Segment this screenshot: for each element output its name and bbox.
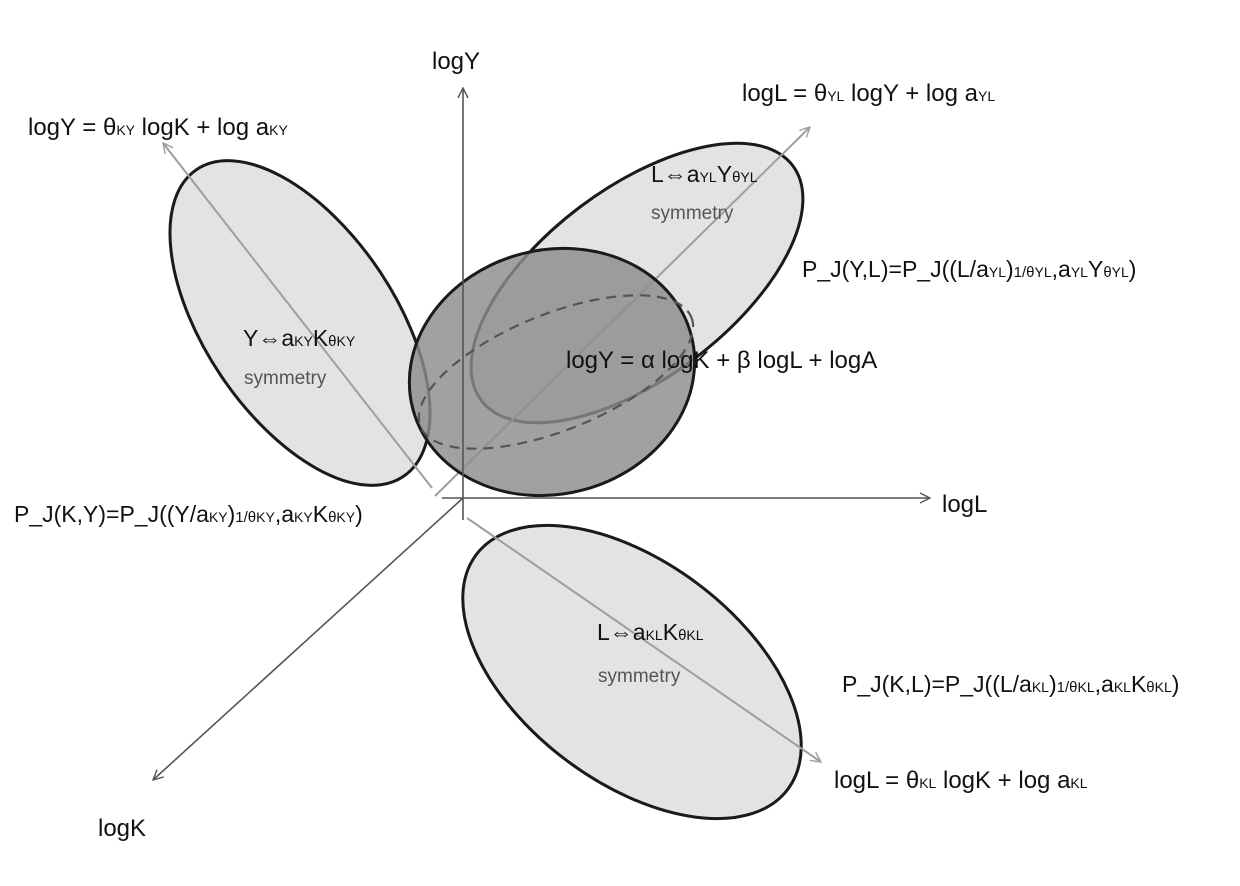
kl-regression-line bbox=[466, 517, 821, 762]
ky-probability-identity: P_J(K,Y)=P_J((Y/aKY)1/θKY,aKYKθKY) bbox=[14, 501, 363, 527]
ky-symmetry-label: Y⇔aKYKθKY bbox=[243, 325, 356, 351]
ky-regression-equation: logY = θKY logK + log aKY bbox=[28, 114, 288, 141]
ky-regression-line bbox=[163, 143, 433, 489]
yl-symmetry-word: symmetry bbox=[651, 203, 734, 224]
kl-symmetry-word: symmetry bbox=[598, 666, 681, 687]
z-axis-label: logK bbox=[98, 815, 146, 842]
ky-symmetry-ellipse bbox=[168, 159, 432, 487]
kl-symmetry-ellipse bbox=[461, 523, 803, 821]
production-function-equation: logY = α logK + β logL + logA bbox=[566, 347, 877, 374]
kl-probability-identity: P_J(K,L)=P_J((L/aKL)1/θKL,aKLKθKL) bbox=[842, 671, 1179, 697]
z-axis bbox=[153, 497, 464, 780]
joint-dashed-ellipse bbox=[417, 294, 695, 450]
yl-regression-equation: logL = θYL logY + log aYL bbox=[742, 80, 995, 107]
kl-symmetry-label: L⇔aKLKθKL bbox=[597, 619, 704, 645]
ky-symmetry-word: symmetry bbox=[244, 368, 327, 389]
yl-probability-identity: P_J(Y,L)=P_J((L/aYL)1/θYL,aYLYθYL) bbox=[802, 256, 1136, 282]
kl-regression-equation: logL = θKL logK + log aKL bbox=[834, 767, 1088, 794]
y-axis-label: logY bbox=[432, 48, 480, 75]
yl-symmetry-label: L⇔aYLYθYL bbox=[651, 161, 758, 187]
x-axis-label: logL bbox=[942, 491, 987, 518]
